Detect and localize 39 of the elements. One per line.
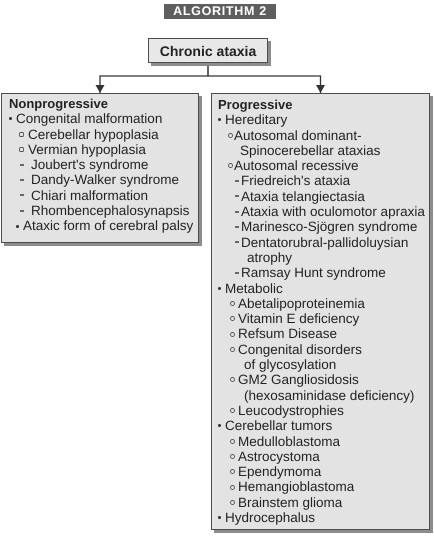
- list-item-text: Marinesco-Sjögren syndrome: [241, 219, 418, 235]
- list-item-text: Hemangioblastoma: [238, 479, 354, 495]
- title-banner: ALGORITHM 2: [164, 4, 276, 19]
- list-item-text: Congenital disorders of glycosylation: [238, 342, 363, 372]
- list-item-text: Medulloblastoma: [238, 434, 340, 449]
- list-item-text: Rhombencephalosynapsis: [31, 203, 190, 218]
- list-item-text: Ataxic form of cerebral palsy: [23, 218, 194, 234]
- list-item-text: Astrocystoma: [238, 448, 320, 464]
- list-item-text: Refsum Disease: [238, 326, 338, 342]
- list-item-text: GM2 Gangliosidosis (hexosaminidase deficiency): [238, 372, 416, 403]
- list-item-text: Joubert's syndrome: [31, 157, 148, 172]
- list-item-text: Ataxia with oculomotor apraxia: [241, 204, 425, 220]
- list-item-text: Hereditary: [225, 112, 288, 128]
- box-label: Chronic ataxia: [160, 42, 256, 58]
- list-item-text: Autosomal recessive: [234, 158, 359, 174]
- list-item-text: Dandy-Walker syndrome: [31, 172, 180, 188]
- connector-arrow: [207, 63, 325, 93]
- list-item-text: Cerebellar tumors: [225, 418, 332, 434]
- list-item-text: Leucodystrophies: [238, 402, 344, 418]
- list-item-text: Brainstem glioma: [238, 494, 342, 510]
- list-item-text: Chiari malformation: [31, 188, 148, 204]
- list-item-text: Ependymoma: [238, 464, 322, 480]
- list-item-text: Ataxia telangiectasia: [241, 188, 365, 204]
- root-box: [148, 38, 268, 63]
- list-item-text: Metabolic: [225, 280, 283, 296]
- list-item-text: Abetalipoproteinemia: [238, 296, 365, 312]
- list-item-text: Vermian hypoplasia: [28, 142, 146, 158]
- list-item-text: Friedreich's ataxia: [241, 173, 350, 189]
- list-item-text: Ramsay Hunt syndrome: [241, 265, 386, 281]
- list-item-text: Cerebellar hypoplasia: [28, 126, 159, 142]
- category-heading: Nonprogressive: [9, 96, 108, 112]
- list-item-text: Vitamin E deficiency: [238, 311, 360, 326]
- category-box: [211, 93, 430, 530]
- category-heading: Progressive: [218, 97, 292, 112]
- list-item-text: Congenital malformation: [16, 111, 162, 127]
- category-box: [1, 93, 199, 243]
- list-item-text: Autosomal dominant- Spinocerebellar ataxias: [234, 128, 382, 158]
- list-item-text: Hydrocephalus: [225, 510, 316, 526]
- list-item-text: Dentatorubral-pallidoluysian atrophy: [241, 234, 410, 266]
